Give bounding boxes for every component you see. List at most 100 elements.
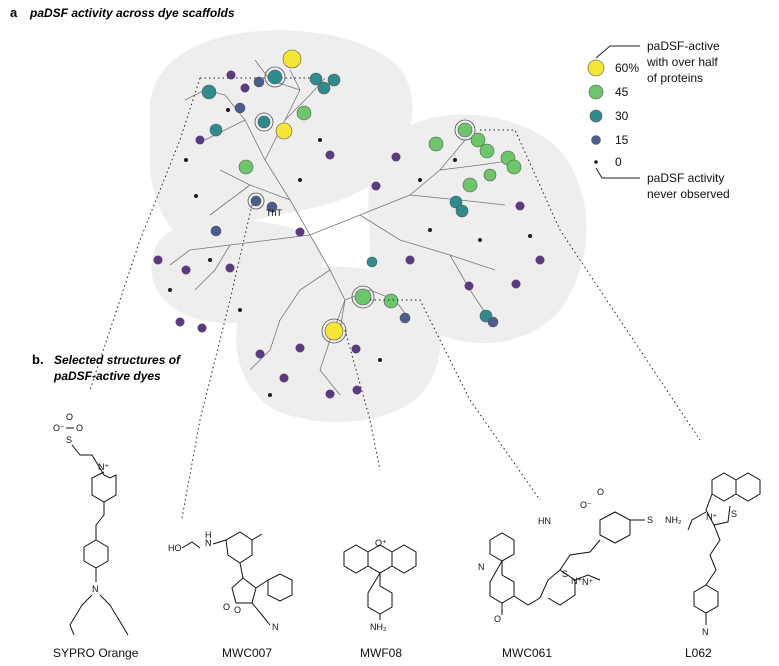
atom-label: S [66, 435, 72, 445]
node-purple [391, 152, 401, 162]
node-highlight-ring [247, 192, 265, 210]
node-teal [327, 73, 341, 87]
atom-label: N⁺ [98, 462, 109, 472]
node-purple [240, 83, 250, 93]
structure-name: L062 [685, 646, 712, 660]
atom-label: N [478, 562, 485, 572]
node-purple [325, 150, 335, 160]
panel-b-title-line-2: paDSF-active dyes [53, 369, 161, 383]
atom-label: O [597, 487, 604, 497]
callout-lines [89, 77, 701, 519]
node-green [238, 159, 254, 175]
node-purple [181, 265, 191, 275]
node-purple [371, 181, 381, 191]
panel-a-title: paDSF activity across dye scaffolds [29, 6, 235, 20]
node-black [268, 393, 272, 397]
legend-swatch-black [594, 160, 598, 164]
structure-mwc061: HN N⁺ O⁻ O S NH₂ N S N⁺ O MWC061 [478, 487, 682, 660]
node-yellow [275, 122, 293, 140]
node-purple [351, 344, 361, 354]
atom-label: N [92, 584, 99, 594]
node-teal [309, 72, 323, 86]
structure-name: MWC007 [222, 646, 272, 660]
tree-nodes [153, 49, 545, 399]
node-purple [295, 227, 305, 237]
node-black [428, 228, 432, 232]
node-purple [405, 255, 415, 265]
legend-top-line-3: of proteins [647, 71, 703, 85]
node-green [457, 122, 473, 138]
legend-swatch-green [588, 84, 604, 100]
node-highlight-ring [454, 119, 476, 141]
node-black [478, 238, 482, 242]
node-green [506, 159, 522, 175]
node-highlight-ring [351, 285, 375, 309]
node-green [462, 177, 478, 193]
phylogenetic-tree [169, 59, 516, 396]
node-green [428, 136, 444, 152]
node-yellow [324, 321, 344, 341]
node-teal [257, 115, 271, 129]
node-purple [225, 263, 235, 273]
atom-label: N⁺ [582, 577, 593, 587]
node-black [298, 178, 302, 182]
node-yellow [282, 49, 302, 69]
node-purple [464, 281, 474, 291]
node-teal [209, 123, 223, 137]
atom-label: S [731, 509, 737, 519]
node-purple [511, 279, 521, 289]
legend-label-15: 15 [615, 133, 629, 147]
node-purple [352, 385, 362, 395]
node-purple [279, 373, 289, 383]
node-highlight-ring [321, 318, 347, 344]
atom-label: NH₂ [665, 515, 682, 525]
node-purple [535, 255, 545, 265]
atom-label: O [234, 605, 241, 615]
atom-label: N⁺ [706, 512, 717, 522]
node-black [528, 234, 532, 238]
atom-label: S [562, 569, 568, 579]
node-purple [175, 317, 185, 327]
legend-top-line-1: paDSF-active [647, 39, 720, 53]
node-navy [234, 102, 246, 114]
legend-bottom-line-2: never observed [647, 187, 730, 201]
node-navy [250, 195, 262, 207]
atom-label: N [205, 538, 212, 548]
tree-background [150, 30, 587, 422]
atom-label: HN [538, 516, 551, 526]
node-highlight-ring [254, 112, 274, 132]
panel-b-letter: b. [32, 352, 44, 367]
node-teal [267, 69, 283, 85]
node-navy [487, 316, 499, 328]
legend: paDSF-active with over half of proteins … [587, 39, 730, 201]
node-black [168, 288, 172, 292]
node-navy [399, 312, 411, 324]
structure-l062: N⁺ S N L062 [685, 472, 761, 660]
structure-name: SYPRO Orange [53, 646, 139, 660]
node-black [418, 178, 422, 182]
atom-label: N [702, 627, 709, 637]
atom-label: S [647, 515, 653, 525]
legend-swatch-yellow [587, 59, 605, 77]
legend-top-line-2: with over half [646, 55, 718, 69]
atom-label: O⁻ [580, 500, 592, 510]
atom-label: HO [168, 543, 182, 553]
node-purple [195, 135, 205, 145]
node-black [378, 358, 382, 362]
node-black [453, 158, 457, 162]
atom-label: O⁺ [375, 538, 387, 548]
node-purple [197, 323, 207, 333]
node-highlight-ring [264, 66, 286, 88]
atom-label: O [76, 423, 83, 433]
node-purple [295, 343, 305, 353]
legend-label-0: 0 [615, 155, 622, 169]
atom-label: H [205, 530, 212, 540]
node-green [483, 168, 497, 182]
node-purple [226, 70, 236, 80]
structure-mwc007: HO N H O O N MWC007 [168, 530, 293, 660]
node-green [296, 105, 312, 121]
legend-swatch-navy [591, 135, 601, 145]
node-purple [153, 255, 163, 265]
legend-label-60: 60% [615, 61, 639, 75]
